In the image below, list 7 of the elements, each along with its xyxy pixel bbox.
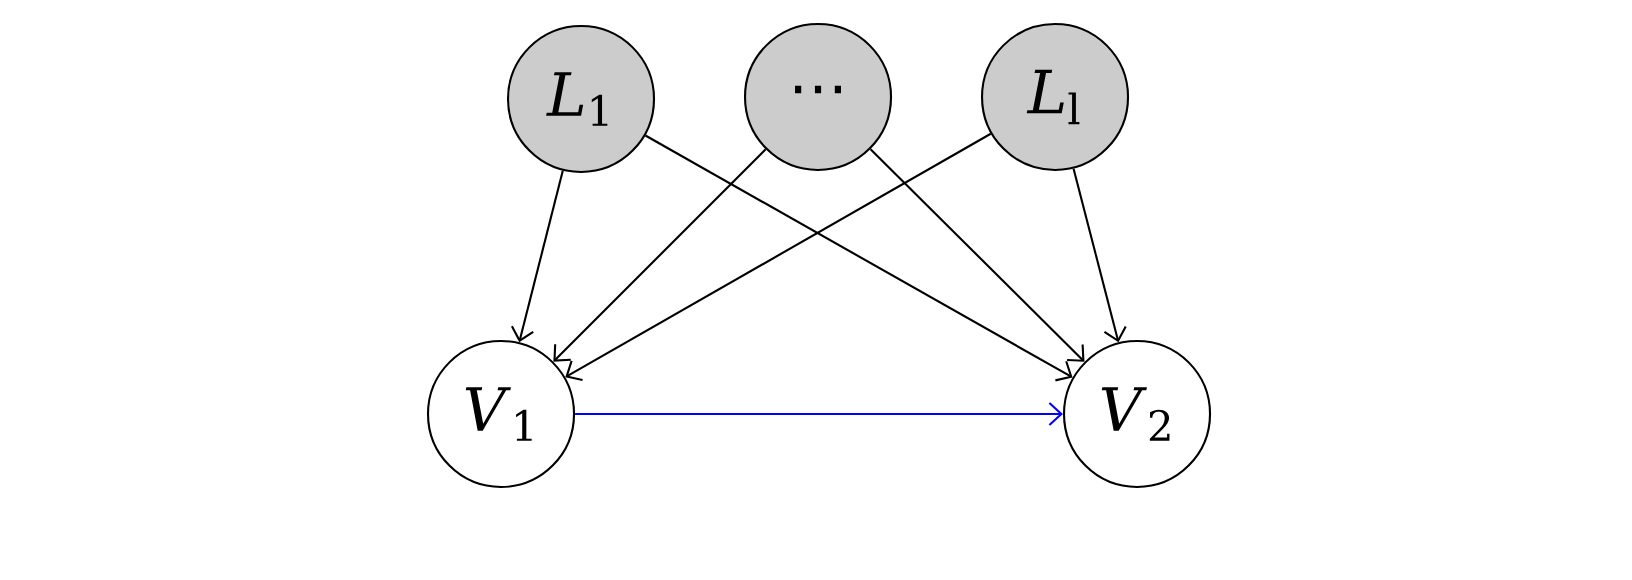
arrow [565,132,992,382]
arrow [1072,168,1127,343]
arrow [511,170,564,343]
arrow [575,402,1063,426]
arrow [644,134,1073,382]
arrow [553,148,767,362]
arrow [869,148,1085,362]
